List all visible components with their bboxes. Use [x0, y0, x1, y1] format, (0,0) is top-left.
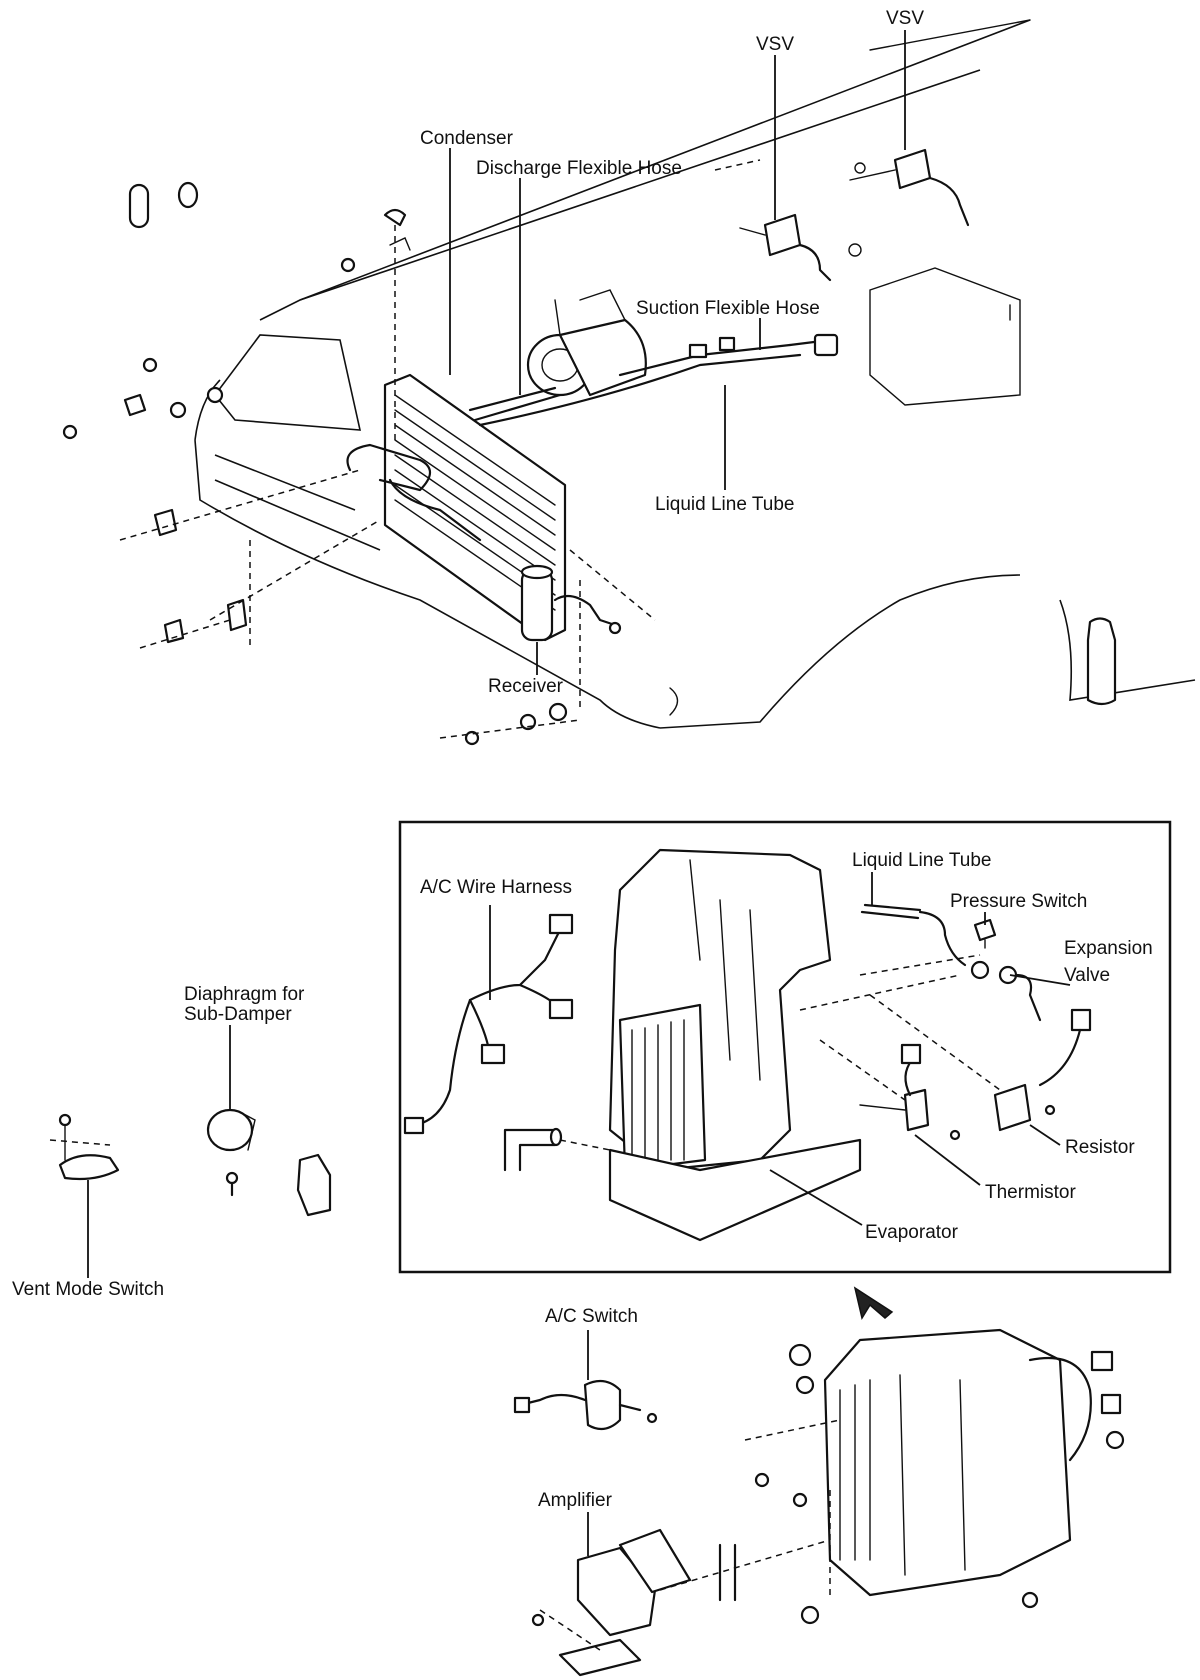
compressor [526, 289, 647, 397]
vehicle-body-outline [194, 19, 1196, 729]
label-diaphragm-1: Diaphragm for [184, 984, 305, 1005]
mounting-hardware-left [62, 181, 568, 746]
label-liquid-line-tube-inset: Liquid Line Tube [852, 850, 991, 871]
resistor [993, 1083, 1056, 1132]
evaporator-detail-inset [398, 820, 1172, 1274]
evaporator-case [608, 848, 862, 1242]
label-expansion-valve-1: Expansion [1064, 938, 1153, 959]
heater-ac-unit-assembled [754, 1328, 1125, 1625]
vsv-left [739, 213, 862, 282]
label-receiver: Receiver [488, 676, 564, 697]
liquid-line-tube-inset [860, 903, 967, 967]
leader-lines-top [449, 30, 906, 675]
label-ac-wire-harness: A/C Wire Harness [420, 877, 572, 898]
label-diaphragm-2: Sub-Damper [184, 1004, 292, 1025]
diaphragm-sub-damper [206, 1025, 332, 1217]
thermistor [859, 1043, 961, 1141]
label-vent-mode-switch: Vent Mode Switch [12, 1279, 164, 1300]
receiver-drier [520, 564, 622, 642]
label-thermistor: Thermistor [985, 1182, 1076, 1203]
label-discharge-flexible-hose: Discharge Flexible Hose [476, 158, 682, 179]
vsv-right [849, 148, 970, 227]
label-ac-switch: A/C Switch [545, 1306, 638, 1327]
vent-mode-switch [49, 1113, 120, 1278]
blower-unit-outline [869, 267, 1021, 406]
assembly-lines-inset [559, 954, 1001, 1151]
label-pressure-switch: Pressure Switch [950, 891, 1087, 912]
condenser [346, 373, 567, 642]
label-vsv-right: VSV [886, 8, 924, 29]
label-evaporator: Evaporator [865, 1222, 959, 1243]
assembly-lines-top [119, 225, 656, 739]
refrigerant-hoses [468, 333, 839, 427]
drain-hose [503, 1127, 563, 1172]
refrigerant-can [1086, 617, 1117, 706]
label-amplifier: Amplifier [538, 1490, 613, 1511]
leader-lines-inset [489, 872, 1071, 1226]
direction-arrow [853, 1286, 894, 1320]
amplifier [531, 1512, 737, 1677]
label-expansion-valve-2: Valve [1064, 965, 1110, 986]
assembly-lines-bottom [539, 1419, 841, 1651]
ac-switch [513, 1330, 658, 1431]
label-vsv-left: VSV [756, 34, 794, 55]
expansion-valve [970, 960, 1092, 1087]
ac-wire-harness [403, 913, 574, 1135]
label-resistor: Resistor [1065, 1137, 1135, 1158]
label-condenser: Condenser [420, 128, 514, 149]
label-liquid-line-tube-top: Liquid Line Tube [655, 494, 794, 515]
label-suction-flexible-hose: Suction Flexible Hose [636, 298, 820, 319]
